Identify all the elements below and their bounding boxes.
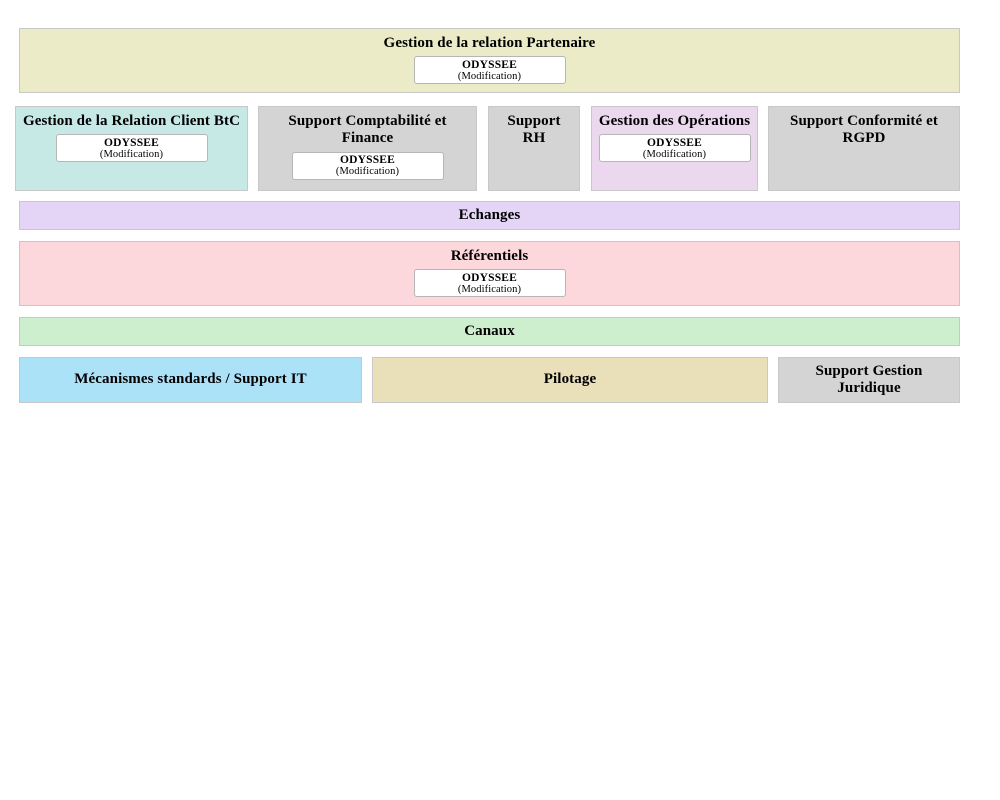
application-badge-name: ODYSSEE xyxy=(339,153,396,166)
block-mecanismes-standards-support-it[interactable]: Mécanismes standards / Support IT xyxy=(19,357,362,403)
application-badge-state: (Modification) xyxy=(99,148,164,160)
application-badge-odyssee[interactable]: ODYSSEE(Modification) xyxy=(598,134,751,163)
block-support-rh[interactable]: Support RH xyxy=(488,106,580,191)
block-title: Pilotage xyxy=(543,371,597,388)
application-badge-state: (Modification) xyxy=(457,70,522,82)
block-gestion-de-la-relation-client-btc[interactable]: Gestion de la Relation Client BtC ODYSSEE… xyxy=(15,106,248,191)
application-badge-name: ODYSSEE xyxy=(646,136,703,149)
block-title: Support Conformité et RGPD xyxy=(790,113,938,147)
block-support-conformite-et-rgpd[interactable]: Support Conformité et RGPD xyxy=(768,106,960,191)
application-badge-name: ODYSSEE xyxy=(461,271,518,284)
block-title: Support RH xyxy=(507,113,561,147)
application-badge-state: (Modification) xyxy=(642,148,707,160)
application-badge-state: (Modification) xyxy=(457,283,522,295)
block-title: Référentiels xyxy=(450,248,529,264)
block-title: Mécanismes standards / Support IT xyxy=(74,371,307,388)
block-title: Gestion de la Relation Client BtC xyxy=(22,113,241,129)
block-title: Gestion des Opérations xyxy=(598,113,751,129)
block-title: Support Gestion Juridique xyxy=(815,362,923,396)
application-badge-odyssee[interactable]: ODYSSEE(Modification) xyxy=(413,269,566,298)
application-badge-odyssee[interactable]: ODYSSEE(Modification) xyxy=(55,134,208,163)
block-echanges[interactable]: Echanges xyxy=(19,201,960,230)
application-badge-name: ODYSSEE xyxy=(461,58,518,71)
block-pilotage[interactable]: Pilotage xyxy=(372,357,768,403)
application-badge-odyssee[interactable]: ODYSSEE(Modification) xyxy=(291,151,444,180)
application-badge-state: (Modification) xyxy=(335,166,400,178)
application-badge-odyssee[interactable]: ODYSSEE(Modification) xyxy=(413,56,566,85)
block-title: Echanges xyxy=(458,206,521,223)
block-title: Support Comptabilité et Finance xyxy=(288,113,447,147)
application-badge-name: ODYSSEE xyxy=(103,136,160,149)
block-canaux[interactable]: Canaux xyxy=(19,317,960,346)
block-support-gestion-juridique[interactable]: Support Gestion Juridique xyxy=(778,357,960,403)
block-title: Canaux xyxy=(464,322,515,339)
block-title: Gestion de la relation Partenaire xyxy=(383,35,596,51)
